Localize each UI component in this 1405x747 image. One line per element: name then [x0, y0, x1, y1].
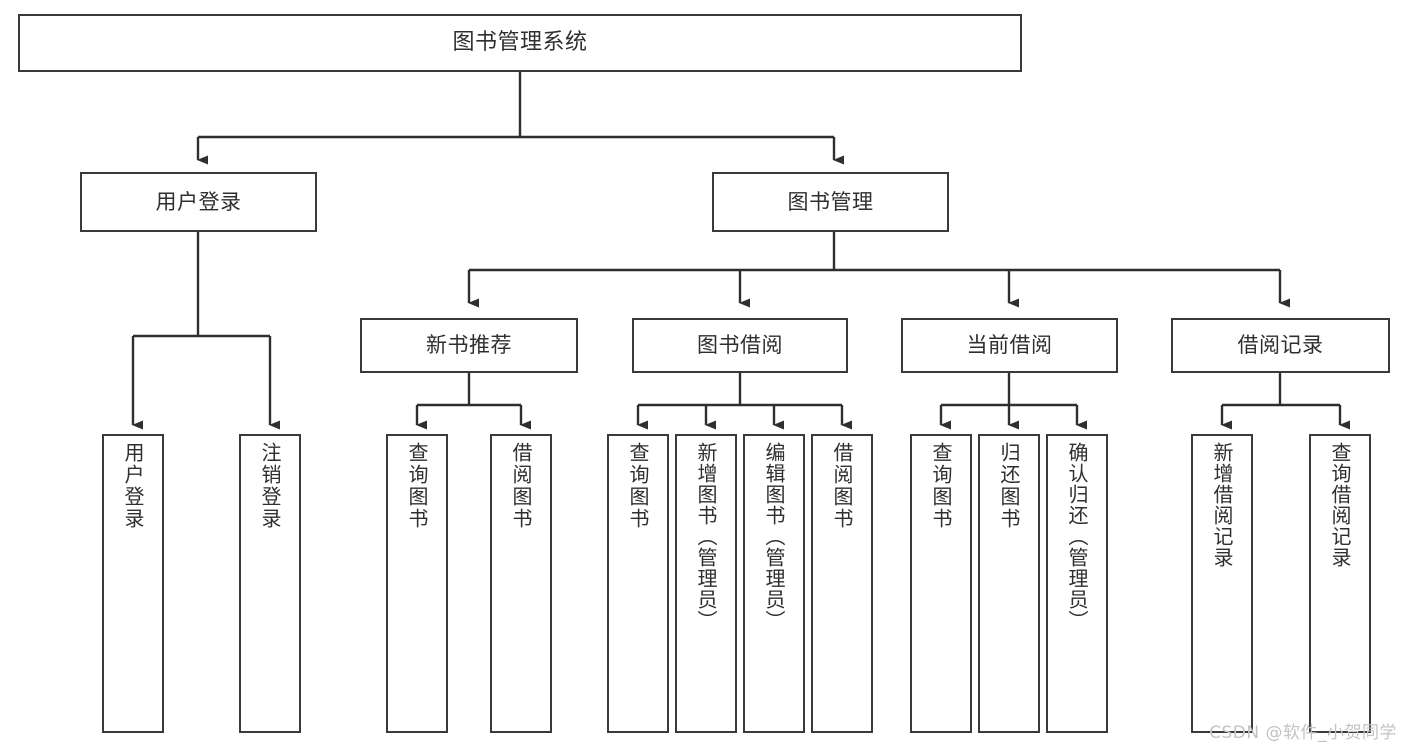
node-leaf-new-book-query-books[interactable]: 查询图书	[386, 434, 448, 733]
node-new-book-recommendation[interactable]: 新书推荐	[360, 318, 578, 373]
node-user-login-label: 用户登录	[155, 189, 242, 214]
node-current-borrowing-label: 当前借阅	[966, 333, 1053, 358]
node-new-book-recommendation-label: 新书推荐	[426, 333, 512, 358]
node-leaf-label: 注销登录	[258, 442, 282, 530]
node-borrow-records-label: 借阅记录	[1237, 333, 1324, 358]
csdn-watermark: CSDN @软件_小贺同学	[1209, 723, 1397, 743]
node-leaf-label: 用户登录	[121, 442, 145, 530]
node-leaf-label: 借阅图书	[830, 442, 854, 530]
node-leaf-label: 归还图书	[997, 442, 1021, 530]
node-leaf-book-borrow-borrow-books[interactable]: 借阅图书	[811, 434, 873, 733]
node-leaf-book-borrow-add-book-admin[interactable]: 新增图书（管理员）	[675, 434, 737, 733]
node-leaf-current-borrow-query-books[interactable]: 查询图书	[910, 434, 972, 733]
node-leaf-borrow-record-add-record[interactable]: 新增借阅记录	[1191, 434, 1253, 733]
node-leaf-label: 查询借阅记录	[1328, 442, 1352, 568]
node-leaf-book-borrow-edit-book-admin[interactable]: 编辑图书（管理员）	[743, 434, 805, 733]
node-leaf-label: 借阅图书	[509, 442, 533, 530]
node-leaf-current-borrow-return-books[interactable]: 归还图书	[978, 434, 1040, 733]
node-leaf-new-book-borrow-books[interactable]: 借阅图书	[490, 434, 552, 733]
node-leaf-borrow-record-query-record[interactable]: 查询借阅记录	[1309, 434, 1371, 733]
node-leaf-label: 确认归还（管理员）	[1065, 442, 1089, 631]
node-leaf-label: 新增图书（管理员）	[694, 442, 718, 631]
node-leaf-label: 编辑图书（管理员）	[762, 442, 786, 631]
node-leaf-label: 查询图书	[626, 442, 650, 530]
node-leaf-book-borrow-query-books[interactable]: 查询图书	[607, 434, 669, 733]
node-leaf-user-login-logout[interactable]: 注销登录	[239, 434, 301, 733]
node-book-management[interactable]: 图书管理	[712, 172, 949, 232]
node-leaf-user-login-signin[interactable]: 用户登录	[102, 434, 164, 733]
node-user-login[interactable]: 用户登录	[80, 172, 317, 232]
node-root-book-management-system[interactable]: 图书管理系统	[18, 14, 1022, 72]
node-book-borrowing[interactable]: 图书借阅	[632, 318, 848, 373]
node-leaf-current-borrow-confirm-return-admin[interactable]: 确认归还（管理员）	[1046, 434, 1108, 733]
node-book-management-label: 图书管理	[787, 189, 874, 214]
node-current-borrowing[interactable]: 当前借阅	[901, 318, 1118, 373]
node-leaf-label: 查询图书	[405, 442, 429, 530]
node-leaf-label: 查询图书	[929, 442, 953, 530]
node-leaf-label: 新增借阅记录	[1210, 442, 1234, 568]
node-book-borrowing-label: 图书借阅	[697, 333, 783, 358]
node-root-label: 图书管理系统	[452, 30, 588, 56]
node-borrow-records[interactable]: 借阅记录	[1171, 318, 1390, 373]
